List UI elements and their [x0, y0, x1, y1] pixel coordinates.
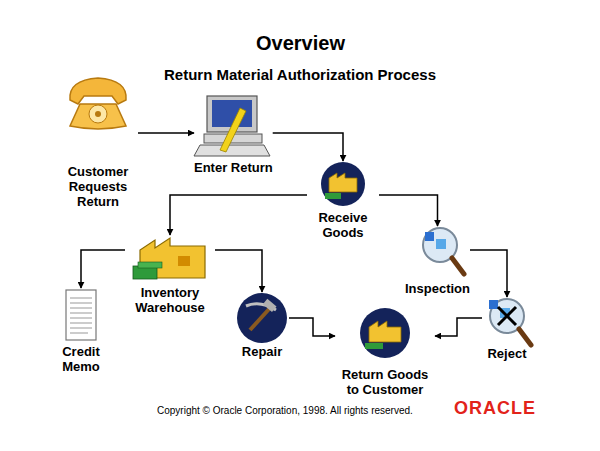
receive-goods-icon: [321, 162, 365, 206]
inspection-icon-part: [436, 239, 446, 249]
credit-memo-icon-part: [70, 298, 92, 333]
reject-icon: [489, 299, 531, 345]
inspection-icon: [423, 228, 464, 274]
return-goods-icon-part: [365, 343, 383, 349]
node-label: Credit Memo: [51, 344, 111, 374]
receive-goods-icon-part: [325, 193, 341, 199]
process-node: Receive Goods: [307, 161, 379, 240]
telephone-icon-part: [70, 104, 126, 129]
flow-arrow: [273, 133, 343, 161]
telephone-icon-part: [89, 105, 107, 123]
credit-memo-icon: [66, 290, 96, 340]
node-label: Inspection: [405, 281, 470, 296]
computer-icon-part: [212, 100, 252, 127]
flow-arrow: [435, 318, 482, 336]
receive-goods-icon-part: [321, 162, 365, 206]
repair-icon-part: [250, 308, 270, 330]
inspection-icon-part: [452, 258, 464, 274]
process-node: Reject: [482, 297, 532, 361]
telephone-icon: [70, 78, 126, 129]
inspection-icon-part: [425, 232, 434, 241]
process-node: Inspection: [405, 226, 470, 296]
process-node: Customer Requests Return: [58, 76, 138, 209]
node-label: Repair: [235, 344, 289, 359]
process-node: Enter Return: [194, 94, 273, 175]
repair-icon: [237, 293, 287, 343]
reject-icon-part: [489, 300, 498, 309]
warehouse-icon: [133, 238, 205, 279]
node-label: Inventory Warehouse: [125, 285, 215, 315]
node-label: Receive Goods: [307, 210, 379, 240]
return-goods-icon-part: [360, 308, 410, 358]
flow-arrow: [81, 250, 125, 288]
diagram-title: Overview: [256, 32, 345, 55]
oracle-logo: ORACLE: [454, 398, 536, 419]
repair-icon-part: [263, 299, 277, 312]
process-node: Credit Memo: [51, 288, 111, 374]
node-label: Return Goods to Customer: [335, 367, 435, 397]
warehouse-icon-part: [138, 262, 162, 268]
reject-icon-part: [498, 307, 516, 325]
computer-icon-part: [220, 108, 246, 152]
return-goods-icon-part: [369, 321, 401, 342]
flow-arrow: [170, 195, 307, 235]
return-goods-icon: [360, 308, 410, 358]
process-node: Return Goods to Customer: [335, 307, 435, 397]
flow-arrow: [138, 132, 194, 134]
flow-arrow: [470, 250, 507, 297]
node-label: Reject: [482, 346, 532, 361]
repair-icon-part: [237, 293, 287, 343]
warehouse-icon-part: [178, 256, 190, 266]
telephone-icon-part: [70, 78, 126, 104]
node-label: Enter Return: [194, 160, 273, 175]
computer-icon: [194, 96, 270, 156]
credit-memo-icon-part: [66, 290, 96, 340]
telephone-icon-part: [95, 111, 101, 117]
reject-icon-part: [519, 329, 531, 345]
process-node: Repair: [235, 292, 289, 359]
flow-arrow: [289, 318, 335, 336]
subtitle: Return Material Authorization Process: [164, 66, 436, 83]
process-node: Inventory Warehouse: [125, 235, 215, 315]
flow-arrow: [215, 250, 262, 292]
receive-goods-icon-part: [329, 173, 357, 192]
computer-icon-part: [194, 145, 270, 156]
copyright-note: Copyright © Oracle Corporation, 1998. Al…: [157, 405, 413, 416]
node-label: Customer Requests Return: [58, 164, 138, 209]
flow-arrow: [379, 195, 438, 226]
